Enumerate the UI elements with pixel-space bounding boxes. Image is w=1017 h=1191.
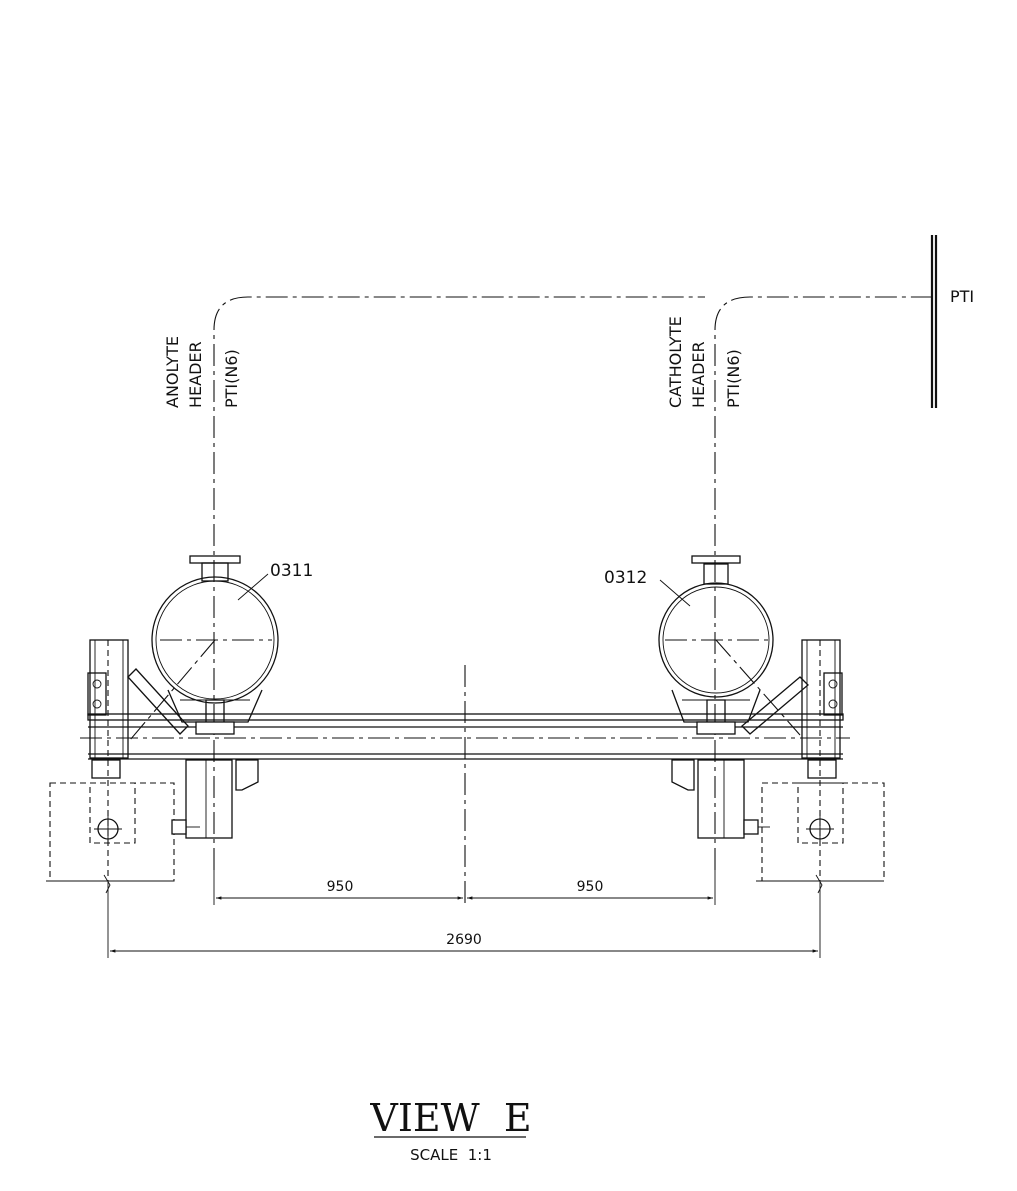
dimension-2690: 2690 [446,932,482,948]
anolyte-pti-label: PTI(N6) [222,349,241,408]
view-title: VIEW E [369,1096,531,1140]
vessel-0311 [127,555,279,839]
scale-label: SCALE 1:1 [410,1146,492,1164]
dimension-950-left: 950 [327,879,354,895]
right-end-support [756,639,885,894]
tag-0311-leader [237,573,269,601]
dimension-lines [107,870,821,958]
tag-0311: 0311 [270,561,313,581]
left-end-support [46,639,175,894]
dimension-950-right: 950 [577,879,604,895]
anolyte-header-label: ANOLYTE [163,336,182,408]
catholyte-pti-label: PTI(N6) [724,349,743,408]
catholyte-header-label-2: HEADER [689,341,708,408]
catholyte-header-label: CATHOLYTE [666,316,685,408]
pti-right-label: PTI [950,287,974,306]
anolyte-header-label-2: HEADER [186,341,205,408]
header-piping [213,235,938,870]
tag-0312: 0312 [604,568,647,588]
tag-0312-leader [659,579,691,607]
vessel-0312 [658,555,809,839]
